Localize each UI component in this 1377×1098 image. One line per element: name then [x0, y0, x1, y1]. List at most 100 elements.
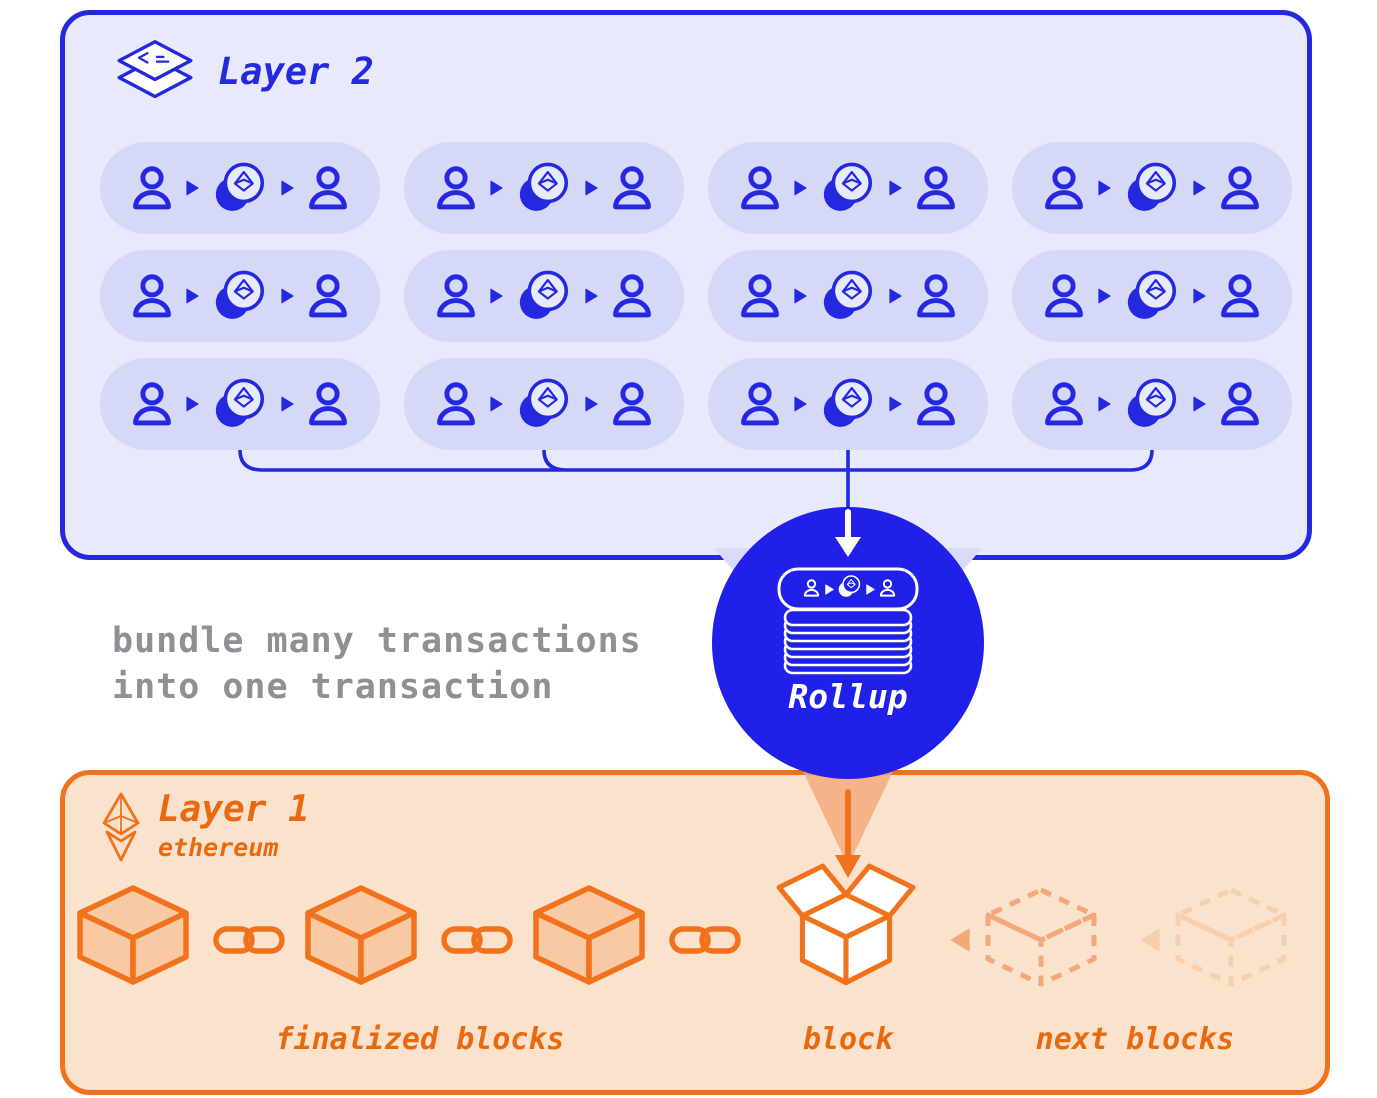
arrow-right-icon — [794, 288, 807, 304]
arrow-right-icon — [889, 396, 902, 412]
next-block-dashed-icon — [984, 886, 1098, 988]
receiver-user-icon — [915, 381, 957, 427]
ethereum-logo-icon — [98, 790, 144, 864]
transaction-pill — [1012, 142, 1292, 234]
eth-coins-icon — [820, 160, 876, 216]
transaction-pill — [100, 358, 380, 450]
chain-link-icon — [212, 922, 286, 958]
arrow-right-icon — [585, 288, 598, 304]
eth-coins-icon — [516, 160, 572, 216]
arrow-right-icon — [1193, 396, 1206, 412]
caption: bundle many transactions into one transa… — [112, 618, 642, 710]
chain-link-icon — [668, 922, 742, 958]
layer2-header: Layer 2 — [110, 38, 374, 104]
sender-user-icon — [131, 273, 173, 319]
block-label: block — [802, 1022, 894, 1057]
receiver-user-icon — [1219, 165, 1261, 211]
arrow-right-icon — [490, 288, 503, 304]
arrow-right-icon — [1098, 180, 1111, 196]
rollup-circle: Rollup — [712, 507, 984, 779]
next-blocks-label: next blocks — [1035, 1022, 1235, 1057]
arrow-right-icon — [889, 180, 902, 196]
sender-user-icon — [131, 381, 173, 427]
layer1-panel — [60, 770, 1330, 1095]
transaction-pill — [1012, 250, 1292, 342]
arrow-right-icon — [281, 180, 294, 196]
receiver-user-icon — [915, 165, 957, 211]
rollup-stack-icon — [777, 567, 919, 675]
receiver-user-icon — [611, 381, 653, 427]
transaction-pill — [708, 250, 988, 342]
arrow-right-icon — [1193, 288, 1206, 304]
arrow-right-icon — [1193, 180, 1206, 196]
arrow-right-icon — [794, 180, 807, 196]
layer1-subtitle: ethereum — [158, 833, 279, 862]
sender-user-icon — [739, 273, 781, 319]
next-block-dashed-icon — [1174, 886, 1288, 988]
caption-line-2: into one transaction — [112, 667, 554, 707]
sender-user-icon — [739, 381, 781, 427]
receiver-user-icon — [307, 381, 349, 427]
eth-coins-icon — [212, 376, 268, 432]
transaction-row — [100, 250, 1292, 342]
receiver-user-icon — [1219, 273, 1261, 319]
eth-coins-icon — [1124, 268, 1180, 324]
receiver-user-icon — [1219, 381, 1261, 427]
receiver-user-icon — [307, 165, 349, 211]
arrow-right-icon — [585, 396, 598, 412]
arrow-right-icon — [585, 180, 598, 196]
transaction-pill — [100, 142, 380, 234]
eth-coins-icon — [1124, 376, 1180, 432]
finalized-block-icon — [76, 884, 190, 986]
arrow-right-icon — [186, 180, 199, 196]
arrow-right-icon — [490, 396, 503, 412]
layer1-header: Layer 1 ethereum — [98, 790, 310, 864]
transaction-row — [100, 358, 1292, 450]
eth-coins-icon — [212, 268, 268, 324]
arrow-right-icon — [186, 396, 199, 412]
arrow-right-icon — [281, 288, 294, 304]
transaction-row — [100, 142, 1292, 234]
eth-coins-icon — [1124, 160, 1180, 216]
arrow-right-icon — [794, 396, 807, 412]
eth-coins-icon — [212, 160, 268, 216]
transaction-pill — [100, 250, 380, 342]
transaction-pill — [404, 142, 684, 234]
transaction-pill — [404, 250, 684, 342]
finalized-block-icon — [304, 884, 418, 986]
finalized-blocks-label: finalized blocks — [275, 1022, 565, 1057]
arrow-right-icon — [1098, 288, 1111, 304]
eth-coins-icon — [820, 268, 876, 324]
layers-icon — [110, 38, 200, 104]
receiver-user-icon — [307, 273, 349, 319]
sender-user-icon — [739, 165, 781, 211]
sender-user-icon — [435, 165, 477, 211]
sender-user-icon — [1043, 273, 1085, 319]
chain-link-icon — [440, 922, 514, 958]
arrow-right-icon — [889, 288, 902, 304]
arrow-right-icon — [1098, 396, 1111, 412]
receiver-user-icon — [915, 273, 957, 319]
rollup-label: Rollup — [788, 677, 908, 716]
receiver-user-icon — [611, 273, 653, 319]
sender-user-icon — [435, 381, 477, 427]
receiver-user-icon — [611, 165, 653, 211]
arrow-left-icon — [948, 926, 972, 954]
transaction-pill — [708, 358, 988, 450]
layer2-title: Layer 2 — [218, 49, 374, 93]
arrow-left-icon — [1138, 926, 1162, 954]
arrow-right-icon — [490, 180, 503, 196]
current-block-open-box-icon — [770, 860, 922, 1002]
eth-coins-icon — [516, 376, 572, 432]
arrow-right-icon — [281, 396, 294, 412]
transaction-pill — [1012, 358, 1292, 450]
transactions-grid — [100, 142, 1292, 450]
arrow-right-icon — [186, 288, 199, 304]
layer1-title: Layer 1 — [158, 789, 310, 830]
eth-coins-icon — [516, 268, 572, 324]
transaction-pill — [404, 358, 684, 450]
sender-user-icon — [435, 273, 477, 319]
sender-user-icon — [131, 165, 173, 211]
sender-user-icon — [1043, 165, 1085, 211]
